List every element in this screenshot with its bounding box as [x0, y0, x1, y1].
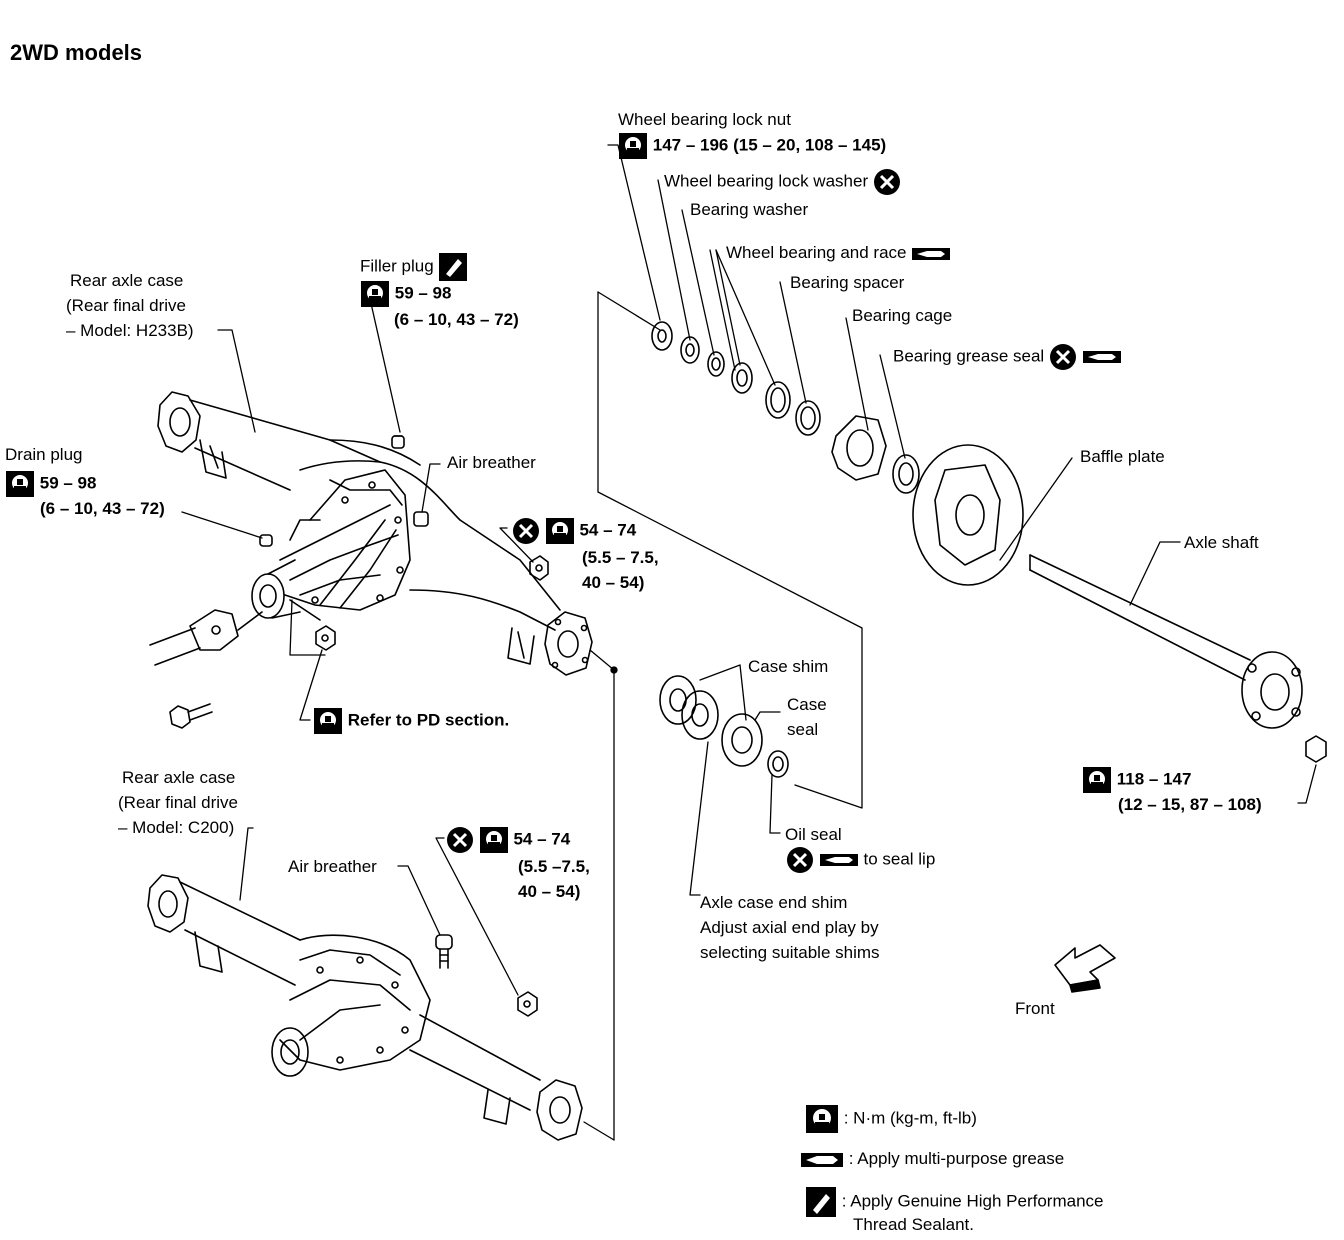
hub-torque-row: 118 – 147: [1082, 766, 1191, 794]
label-wheel-bearing-lock-washer: Wheel bearing lock washer: [664, 171, 869, 191]
label-rear-axle-case-2-line2: (Rear final drive: [118, 793, 238, 812]
legend-grease: : Apply multi-purpose grease: [800, 1146, 1064, 1171]
label-rear-axle-case-1: Rear axle case: [70, 271, 184, 290]
do-not-reuse-icon: [513, 518, 539, 544]
label-filler-plug: Filler plug: [360, 256, 434, 276]
label-axle-shaft: Axle shaft: [1184, 533, 1259, 552]
label-drain-plug: Drain plug: [5, 445, 83, 464]
label-case-shim: Case shim: [748, 657, 829, 676]
nut-torque-2-value-3: 40 – 54): [518, 882, 581, 901]
do-not-reuse-icon: [873, 169, 900, 195]
multi-purpose-grease-icon: [819, 854, 858, 866]
label-wheel-bearing-and-race: Wheel bearing and race: [726, 243, 907, 262]
torque-wrench-icon: [545, 518, 574, 544]
nut-torque-2-value-2: (5.5 –7.5,: [518, 857, 590, 876]
label-bearing-grease-seal: Bearing grease seal: [893, 346, 1045, 366]
torque-wrench-icon: [479, 827, 508, 853]
multi-purpose-grease-icon: [1082, 351, 1121, 363]
legend-grease-text: : Apply multi-purpose grease: [848, 1149, 1065, 1168]
legend-sealant-text-2: Thread Sealant.: [853, 1215, 974, 1234]
drain-torque-value-2: (6 – 10, 43 – 72): [40, 499, 165, 518]
lower-axle-case-drawing: [147, 874, 583, 1141]
upper-axle-case-drawing: [149, 391, 593, 729]
label-refer-pd: Refer to PD section.: [347, 710, 510, 730]
label-front: Front: [1015, 999, 1055, 1018]
label-rear-axle-case-1-line2: (Rear final drive: [66, 296, 186, 315]
hub-torque-value: 118 – 147: [1116, 769, 1192, 789]
legend-torque: : N·m (kg-m, ft-lb): [805, 1104, 977, 1134]
filler-torque-value: 59 – 98: [394, 283, 452, 303]
label-axle-end-shim-note-1: Adjust axial end play by: [700, 918, 879, 937]
nut-torque-1-value: 54 – 74: [579, 520, 637, 540]
label-case-seal-1: Case: [787, 695, 827, 714]
grease-seal-row: Bearing grease seal: [893, 343, 1122, 371]
page-title: 2WD models: [10, 40, 143, 65]
lock-washer-row: Wheel bearing lock washer: [664, 168, 901, 196]
wheel-bearing-race-row: Wheel bearing and race: [726, 240, 951, 265]
torque-wrench-icon: [361, 281, 389, 307]
nut-torque-2-value: 54 – 74: [513, 829, 571, 849]
legend-torque-text: : N·m (kg-m, ft-lb): [843, 1108, 977, 1128]
label-wheel-bearing-lock-nut: Wheel bearing lock nut: [618, 110, 791, 129]
label-bearing-washer: Bearing washer: [690, 200, 809, 219]
multi-purpose-grease-icon: [801, 1152, 843, 1167]
label-rear-axle-case-2: Rear axle case: [122, 768, 236, 787]
label-bearing-spacer: Bearing spacer: [790, 273, 905, 292]
label-axle-case-end-shim: Axle case end shim: [700, 893, 848, 912]
torque-wrench-icon: [314, 708, 342, 734]
drain-torque-value: 59 – 98: [39, 473, 97, 493]
do-not-reuse-icon: [787, 847, 813, 873]
oil-seal-note-row: to seal lip: [786, 846, 935, 874]
torque-wrench-icon: [6, 471, 34, 497]
nut-torque-1-value-3: 40 – 54): [582, 573, 645, 592]
label-air-breather-1: Air breather: [447, 453, 536, 472]
label-oil-seal: Oil seal: [785, 825, 842, 844]
label-case-seal-2: seal: [787, 720, 819, 739]
lock-nut-torque-row: 147 – 196 (15 – 20, 108 – 145): [618, 132, 886, 160]
torque-wrench-icon: [1083, 767, 1111, 793]
do-not-reuse-icon: [447, 827, 473, 853]
nut-torque-1-value-2: (5.5 – 7.5,: [582, 548, 659, 567]
nut-torque-1-row: 54 – 74: [512, 517, 636, 545]
nut-torque-2-row: 54 – 74: [446, 826, 570, 854]
label-air-breather-2: Air breather: [288, 857, 377, 876]
label-to-seal-lip: to seal lip: [863, 849, 936, 869]
legend-sealant: : Apply Genuine High Performance: [805, 1186, 1104, 1218]
drain-torque-row: 59 – 98: [5, 470, 96, 498]
lock-nut-torque-value: 147 – 196 (15 – 20, 108 – 145): [652, 135, 887, 155]
hub-torque-value-2: (12 – 15, 87 – 108): [1118, 795, 1262, 814]
label-bearing-cage: Bearing cage: [852, 306, 953, 325]
multi-purpose-grease-icon: [912, 247, 951, 260]
bearing-stack-drawing: [651, 321, 1327, 993]
thread-sealant-icon: [439, 253, 468, 281]
label-rear-axle-case-2-line3: – Model: C200): [118, 818, 235, 837]
label-rear-axle-case-1-line3: – Model: H233B): [66, 321, 194, 340]
leader-lines: [181, 144, 1317, 1141]
label-baffle-plate: Baffle plate: [1080, 447, 1165, 466]
label-axle-end-shim-note-2: selecting suitable shims: [700, 943, 880, 962]
thread-sealant-icon: [806, 1187, 836, 1217]
torque-wrench-icon: [619, 133, 647, 159]
torque-wrench-icon: [806, 1105, 838, 1133]
legend-sealant-text: : Apply Genuine High Performance: [841, 1191, 1104, 1211]
do-not-reuse-icon: [1049, 344, 1076, 370]
refer-pd-row: Refer to PD section.: [313, 707, 509, 735]
filler-torque-row: 59 – 98: [360, 280, 451, 308]
filler-plug-row: Filler plug: [360, 252, 468, 282]
filler-torque-value-2: (6 – 10, 43 – 72): [394, 310, 519, 329]
